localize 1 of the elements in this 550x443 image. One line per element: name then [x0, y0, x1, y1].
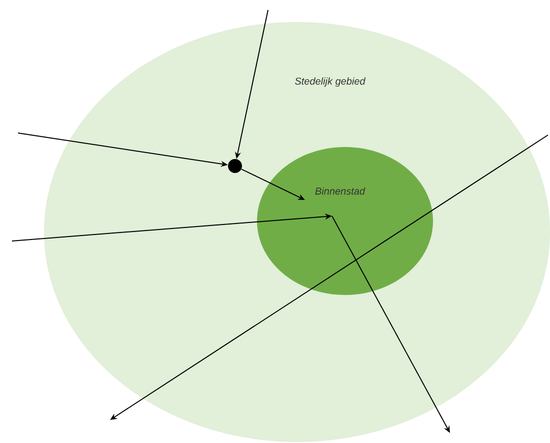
junction-dot: [228, 159, 242, 173]
